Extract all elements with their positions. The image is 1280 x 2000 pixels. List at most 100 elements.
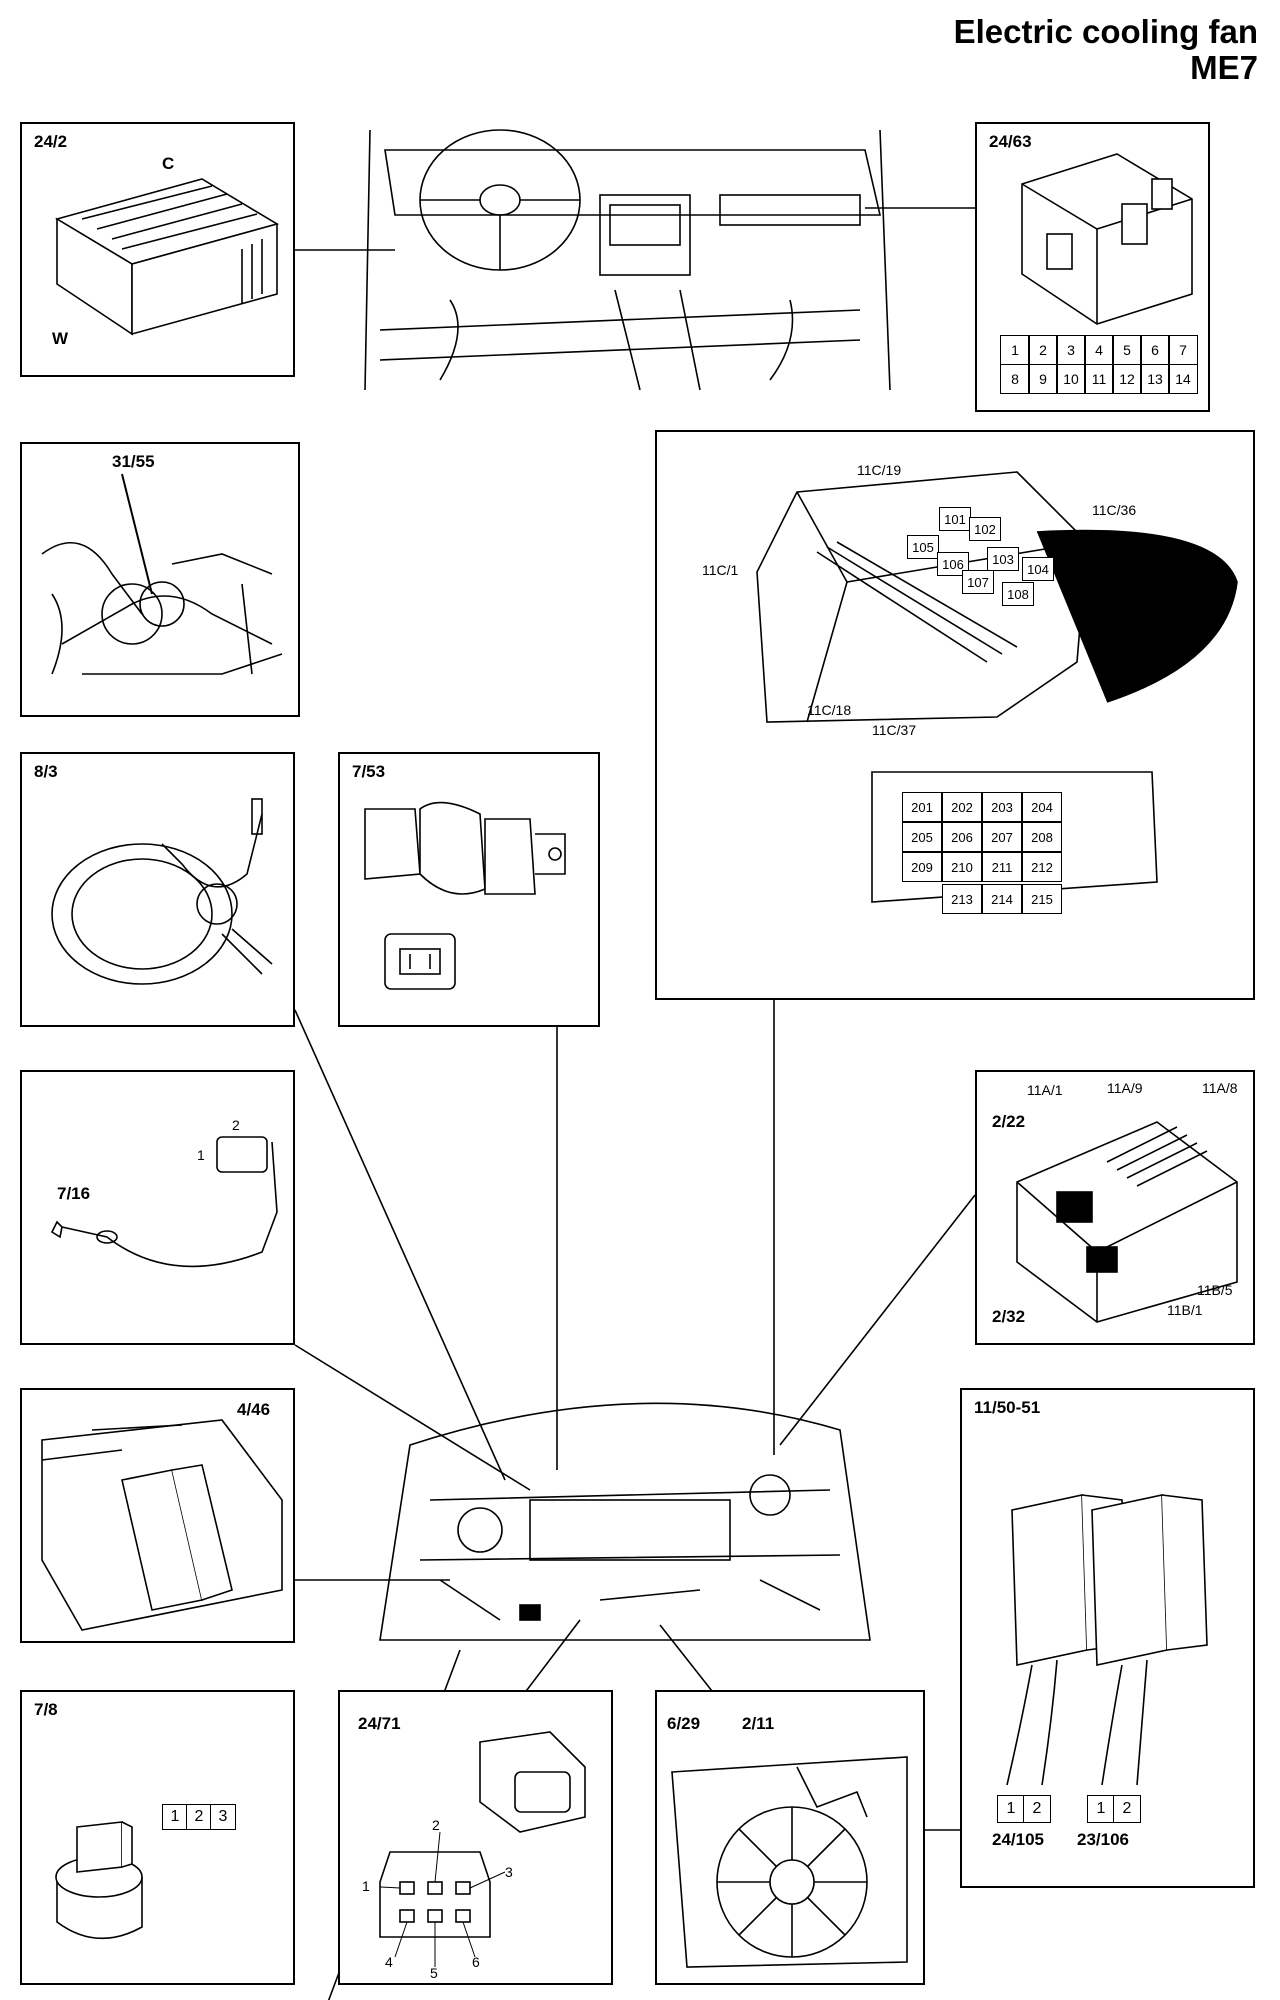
panel-7-53-label: 7/53 <box>352 762 386 781</box>
relay-101: 101 <box>939 507 971 531</box>
pin-box-left-2: 2 <box>1023 1795 1051 1823</box>
pin-box-3: 3 <box>210 1804 236 1830</box>
pin-box-left-1: 1 <box>997 1795 1025 1823</box>
pin-cell: 2 <box>1028 335 1058 366</box>
pin-label-5: 5 <box>430 1965 438 1981</box>
pin-cell: 5 <box>1112 335 1142 366</box>
relay-212: 212 <box>1022 852 1062 882</box>
pin-cell: 12 <box>1112 363 1142 394</box>
pin-1: 1 <box>197 1147 205 1163</box>
pin-label-4: 4 <box>385 1954 393 1970</box>
pin-cell: 7 <box>1168 335 1198 366</box>
relay-103: 103 <box>987 547 1019 571</box>
relay-108: 108 <box>1002 582 1034 606</box>
panel-8-3: 8/3 <box>20 752 295 1027</box>
relay-209: 209 <box>902 852 942 882</box>
pin-label-2: 2 <box>432 1817 440 1833</box>
panel-2-22: 11A/1 11A/9 11A/8 2/22 11B/5 11B/1 2/32 <box>975 1070 1255 1345</box>
pin-cell: 3 <box>1056 335 1086 366</box>
panel-7-16-label: 7/16 <box>57 1184 91 1203</box>
pin-box-right-2: 2 <box>1113 1795 1141 1823</box>
relay-203: 203 <box>982 792 1022 822</box>
pin-box-right-1: 1 <box>1087 1795 1115 1823</box>
panel-2-11-label: 2/11 <box>742 1714 775 1733</box>
relay-215: 215 <box>1022 884 1062 914</box>
callout-11c-39: 11C/39 <box>1137 592 1182 608</box>
panel-7-53: 7/53 <box>338 752 600 1027</box>
panel-11-50-label: 11/50-51 <box>974 1398 1041 1417</box>
relay-104: 104 <box>1022 557 1054 581</box>
relay-106: 106 <box>937 552 969 576</box>
panel-6-29: 6/29 2/11 <box>655 1690 925 1985</box>
pin-box-2: 2 <box>186 1804 212 1830</box>
callout-11c-36: 11C/36 <box>1092 502 1137 518</box>
relay-201: 201 <box>902 792 942 822</box>
pin-cell: 4 <box>1084 335 1114 366</box>
relay-213: 213 <box>942 884 982 914</box>
relay-206: 206 <box>942 822 982 852</box>
label-11a-9: 11A/9 <box>1107 1080 1143 1096</box>
pin-box-1: 1 <box>162 1804 188 1830</box>
label-11b-5: 11B/5 <box>1197 1282 1233 1298</box>
panel-8-3-label: 8/3 <box>34 762 58 781</box>
relay-210: 210 <box>942 852 982 882</box>
callout-11c-19: 11C/19 <box>857 462 902 478</box>
callout-11c-37: 11C/37 <box>872 722 917 738</box>
label-11a-1: 11A/1 <box>1027 1082 1063 1098</box>
label-c: C <box>162 154 175 173</box>
panel-fusebox: 101 102 103 104 105 106 107 108 11C/19 1… <box>655 430 1255 1000</box>
panel-24-2: 24/2 C W <box>20 122 295 377</box>
panel-7-8: 7/8 1 2 3 <box>20 1690 295 1985</box>
relay-204: 204 <box>1022 792 1062 822</box>
pin-grid-24-63: 1 2 3 4 5 6 7 8 9 10 11 12 13 14 <box>1000 335 1198 394</box>
diagram-title: Electric cooling fan ME7 <box>954 14 1258 86</box>
pin-cell: 14 <box>1168 363 1198 394</box>
relay-205: 205 <box>902 822 942 852</box>
connector-24-105: 24/105 <box>992 1830 1044 1849</box>
panel-11-50-51: 11/50-51 1 2 1 2 24/105 23/106 <box>960 1388 1255 1888</box>
panel-31-55-label: 31/55 <box>112 452 155 471</box>
pin-cell: 8 <box>1000 363 1030 394</box>
relay-102: 102 <box>969 517 1001 541</box>
label-w: W <box>52 329 69 348</box>
pin-cell: 9 <box>1028 363 1058 394</box>
panel-24-71-label: 24/71 <box>358 1714 401 1733</box>
relay-211: 211 <box>982 852 1022 882</box>
label-11b-1: 11B/1 <box>1167 1302 1203 1318</box>
pin-cell: 1 <box>1000 335 1030 366</box>
relay-207: 207 <box>982 822 1022 852</box>
callout-11c-1: 11C/1 <box>702 562 739 578</box>
relay-202: 202 <box>942 792 982 822</box>
callout-11c-38: 11C/38 <box>1137 637 1182 653</box>
label-11a-8: 11A/8 <box>1202 1080 1238 1096</box>
pin-label-6: 6 <box>472 1954 480 1970</box>
pin-2: 2 <box>232 1117 240 1133</box>
panel-6-29-label: 6/29 <box>667 1714 701 1733</box>
label-2-32: 2/32 <box>992 1307 1026 1326</box>
pin-cell: 11 <box>1084 363 1114 394</box>
connector-23-106: 23/106 <box>1077 1830 1129 1849</box>
label-2-22: 2/22 <box>992 1112 1026 1131</box>
pin-cell: 10 <box>1056 363 1086 394</box>
title-line-1: Electric cooling fan <box>953 13 1258 50</box>
relay-208: 208 <box>1022 822 1062 852</box>
callout-11c-18: 11C/18 <box>807 702 852 718</box>
relay-214: 214 <box>982 884 1022 914</box>
pin-label-3: 3 <box>505 1864 513 1880</box>
panel-31-55: 31/55 <box>20 442 300 717</box>
callout-11c-40: 11C/40 <box>1137 614 1182 630</box>
relay-105: 105 <box>907 535 939 559</box>
panel-24-71: 24/71 1 2 3 4 5 6 <box>338 1690 613 1985</box>
panel-4-46: 4/46 <box>20 1388 295 1643</box>
panel-7-16: 7/16 1 2 <box>20 1070 295 1345</box>
title-line-2: ME7 <box>1190 49 1258 86</box>
panel-24-63: 24/63 1 2 3 4 5 6 7 8 9 10 11 12 13 14 <box>975 122 1210 412</box>
panel-24-2-label: 24/2 <box>34 132 68 151</box>
pin-label-1: 1 <box>362 1878 370 1894</box>
panel-7-8-label: 7/8 <box>34 1700 58 1719</box>
relay-107: 107 <box>962 570 994 594</box>
panel-24-63-label: 24/63 <box>989 132 1032 151</box>
pin-cell: 13 <box>1140 363 1170 394</box>
panel-4-46-label: 4/46 <box>237 1400 271 1419</box>
pin-cell: 6 <box>1140 335 1170 366</box>
